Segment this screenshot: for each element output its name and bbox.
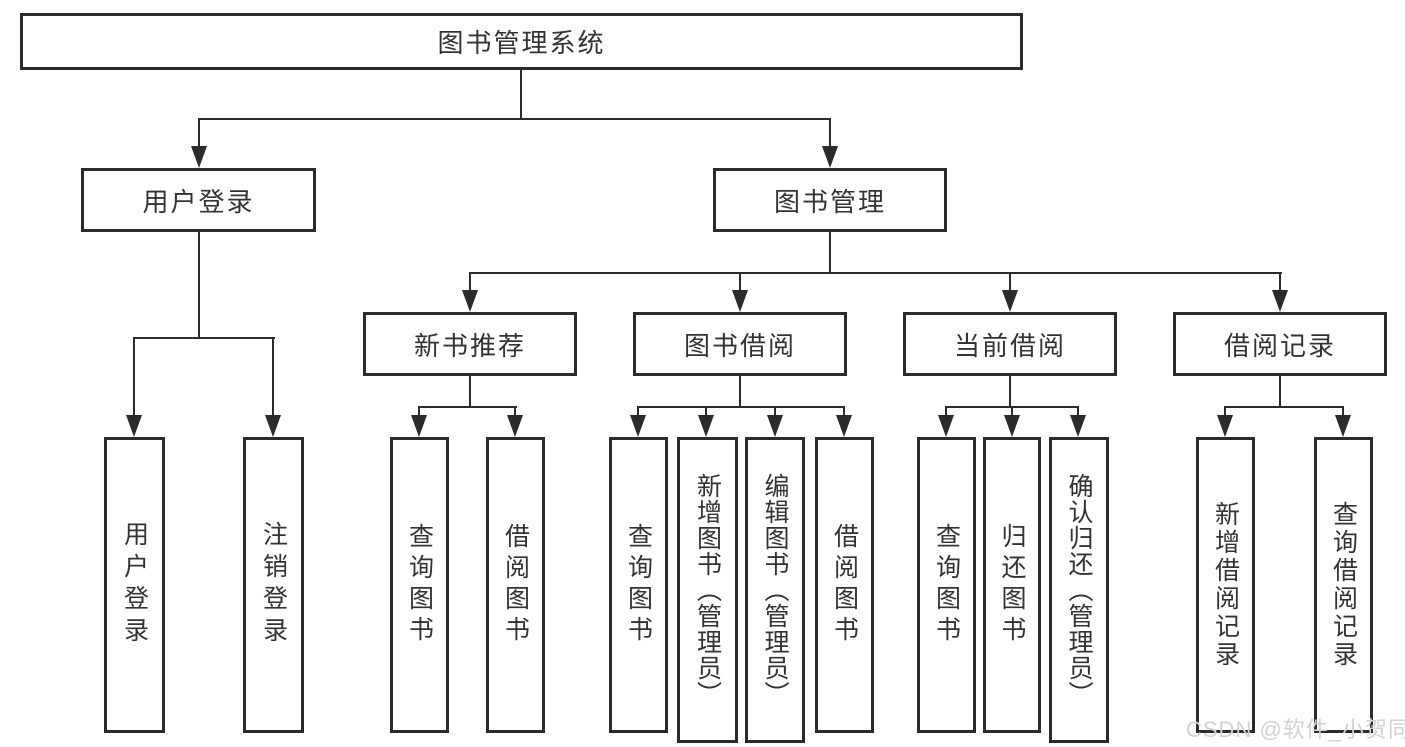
connector-line bbox=[469, 376, 471, 408]
arrow-down-icon bbox=[938, 415, 954, 437]
arrow-down-icon bbox=[732, 290, 748, 312]
connector-line bbox=[1279, 376, 1281, 408]
node-current-borrow: 当前借阅 bbox=[903, 312, 1117, 376]
connector-line bbox=[133, 337, 135, 417]
connector-line bbox=[739, 376, 741, 408]
connector-line bbox=[1224, 406, 1344, 408]
connector-line bbox=[418, 406, 517, 408]
arrow-down-icon bbox=[1217, 415, 1233, 437]
leaf-borrow-books: 借阅图书 bbox=[815, 437, 874, 733]
node-borrow-records: 借阅记录 bbox=[1173, 312, 1387, 376]
connector-line bbox=[1009, 272, 1011, 292]
leaf-query-books: 查询图书 bbox=[390, 437, 449, 733]
node-label: 查询图书 bbox=[624, 523, 653, 647]
node-label: 用户登录 bbox=[142, 186, 255, 217]
connector-line bbox=[514, 406, 516, 418]
connector-line bbox=[1279, 272, 1281, 292]
arrow-down-icon bbox=[265, 415, 281, 437]
connector-line bbox=[520, 70, 522, 120]
node-label: 借阅记录 bbox=[1223, 330, 1336, 361]
connector-line bbox=[469, 272, 1282, 274]
connector-line bbox=[198, 232, 200, 339]
connector-line bbox=[1011, 406, 1013, 418]
connector-line bbox=[469, 272, 471, 292]
connector-line bbox=[1224, 406, 1226, 418]
node-label: 图书管理系统 bbox=[437, 28, 606, 58]
leaf-confirm-return-admin: 确认归还（管理员） bbox=[1049, 437, 1109, 743]
connector-line bbox=[1342, 406, 1344, 418]
node-book-management: 图书管理 bbox=[713, 168, 947, 232]
arrow-down-icon bbox=[767, 415, 783, 437]
arrow-down-icon bbox=[836, 415, 852, 437]
connector-line bbox=[272, 337, 274, 417]
leaf-edit-book-admin: 编辑图书（管理员） bbox=[745, 437, 805, 743]
node-user-login: 用户登录 bbox=[81, 168, 316, 232]
connector-line bbox=[705, 406, 707, 418]
node-label: 当前借阅 bbox=[953, 330, 1066, 361]
leaf-user-login: 用户登录 bbox=[104, 437, 165, 733]
connector-line bbox=[829, 232, 831, 274]
node-label: 借阅图书 bbox=[830, 523, 859, 647]
arrow-down-icon bbox=[1002, 290, 1018, 312]
arrow-down-icon bbox=[1070, 415, 1086, 437]
node-root: 图书管理系统 bbox=[20, 13, 1023, 70]
node-label: 新增借阅记录 bbox=[1211, 501, 1240, 669]
node-label: 图书借阅 bbox=[683, 330, 796, 361]
connector-line bbox=[945, 406, 947, 418]
leaf-query-borrow-record: 查询借阅记录 bbox=[1314, 437, 1373, 733]
node-label: 新增图书（管理员） bbox=[693, 473, 722, 707]
node-label: 注销登录 bbox=[259, 521, 288, 649]
node-label: 归还图书 bbox=[998, 523, 1026, 647]
node-label: 新书推荐 bbox=[413, 330, 526, 361]
node-label: 查询图书 bbox=[405, 523, 434, 647]
connector-line bbox=[1009, 376, 1011, 408]
connector-line bbox=[829, 118, 831, 148]
arrow-down-icon bbox=[411, 415, 427, 437]
arrow-down-icon bbox=[462, 290, 478, 312]
arrow-down-icon bbox=[1272, 290, 1288, 312]
arrow-down-icon bbox=[1004, 415, 1020, 437]
arrow-down-icon bbox=[507, 415, 523, 437]
connector-line bbox=[198, 118, 200, 148]
node-label: 确认归还（管理员） bbox=[1065, 473, 1093, 707]
node-book-borrow: 图书借阅 bbox=[633, 312, 847, 376]
node-new-book-recommend: 新书推荐 bbox=[363, 312, 577, 376]
connector-line bbox=[637, 406, 845, 408]
node-label: 查询图书 bbox=[932, 523, 961, 647]
arrow-down-icon bbox=[191, 146, 207, 168]
connector-line bbox=[418, 406, 420, 418]
connector-line bbox=[198, 118, 831, 120]
leaf-return-books: 归还图书 bbox=[983, 437, 1041, 733]
node-label: 图书管理 bbox=[773, 186, 886, 217]
leaf-borrow-books: 借阅图书 bbox=[486, 437, 545, 733]
arrow-down-icon bbox=[698, 415, 714, 437]
node-label: 借阅图书 bbox=[501, 523, 530, 647]
connector-line bbox=[774, 406, 776, 418]
leaf-logout: 注销登录 bbox=[243, 437, 304, 733]
csdn-watermark: CSDN @软件_小贺同学 bbox=[1186, 717, 1405, 742]
leaf-add-borrow-record: 新增借阅记录 bbox=[1196, 437, 1255, 733]
connector-line bbox=[1077, 406, 1079, 418]
leaf-add-book-admin: 新增图书（管理员） bbox=[677, 437, 738, 743]
node-label: 查询借阅记录 bbox=[1329, 501, 1358, 669]
arrow-down-icon bbox=[126, 415, 142, 437]
arrow-down-icon bbox=[630, 415, 646, 437]
node-label: 用户登录 bbox=[120, 521, 149, 649]
connector-line bbox=[843, 406, 845, 418]
arrow-down-icon bbox=[1335, 415, 1351, 437]
arrow-down-icon bbox=[822, 146, 838, 168]
leaf-query-books: 查询图书 bbox=[609, 437, 668, 733]
connector-line bbox=[739, 272, 741, 292]
connector-line bbox=[637, 406, 639, 418]
connector-line bbox=[133, 337, 275, 339]
node-label: 编辑图书（管理员） bbox=[761, 473, 789, 707]
leaf-query-books: 查询图书 bbox=[917, 437, 976, 733]
